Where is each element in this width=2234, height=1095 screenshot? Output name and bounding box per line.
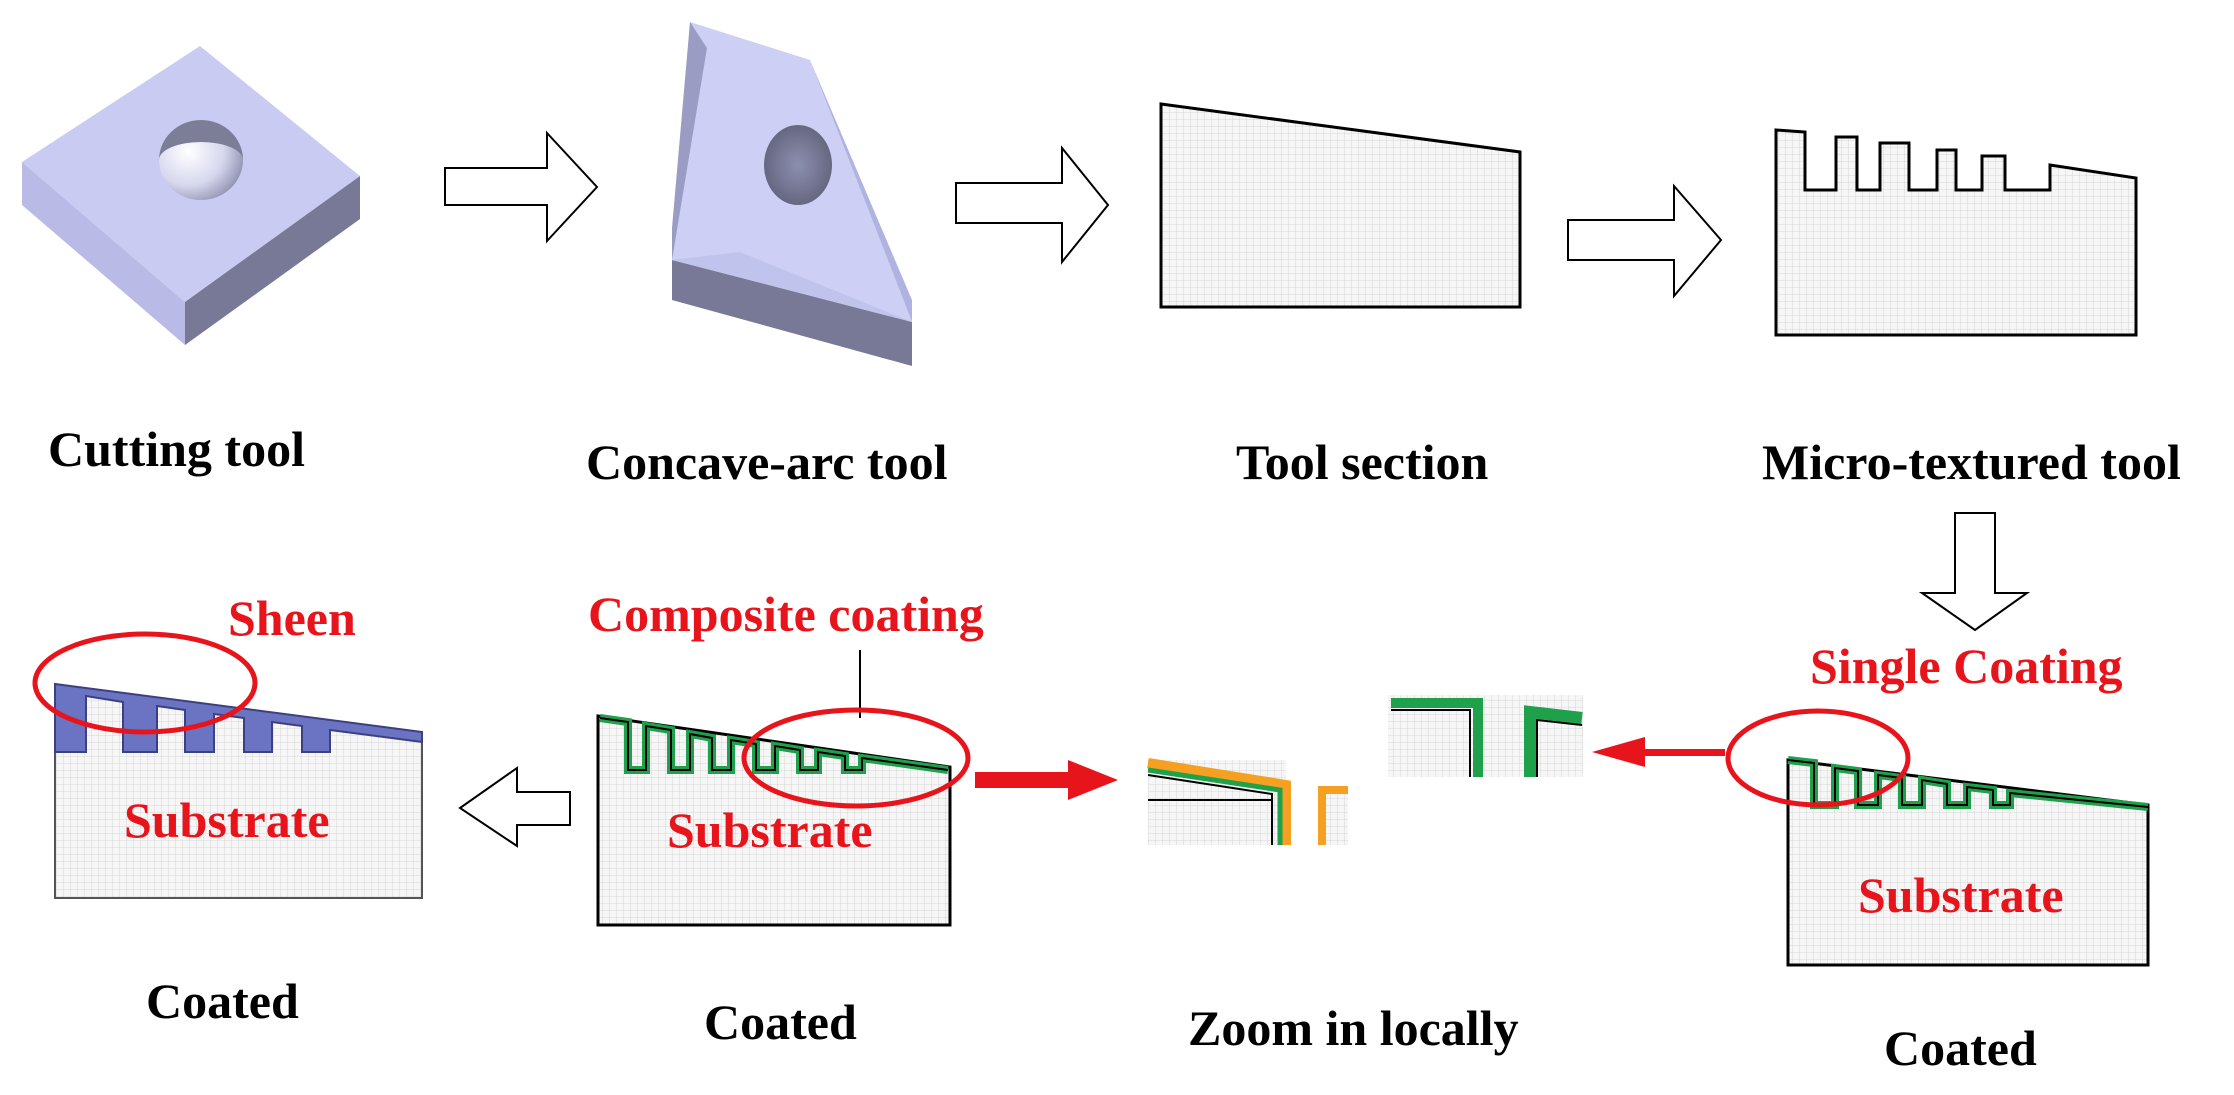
coated-tool-left xyxy=(54,682,423,899)
label-substrate-left: Substrate xyxy=(124,792,330,848)
arrow-down xyxy=(1918,512,2031,632)
arrow-left-hollow xyxy=(458,766,571,848)
composite-circle xyxy=(741,707,971,809)
label-coated-middle: Coated xyxy=(704,994,857,1050)
sheen-circle xyxy=(32,631,258,735)
label-coated-right: Coated xyxy=(1884,1020,2037,1076)
red-arrow-left xyxy=(1592,737,1725,767)
label-single-coating: Single Coating xyxy=(1810,638,2123,694)
arrow-right-2 xyxy=(955,145,1110,265)
label-micro-textured-tool: Micro-textured tool xyxy=(1762,434,2181,490)
label-cutting-tool: Cutting tool xyxy=(48,421,305,477)
coated-tool-middle xyxy=(596,714,952,927)
zoom-fragment-right xyxy=(1388,695,1583,777)
label-coated-left: Coated xyxy=(146,973,299,1029)
arrow-right-3 xyxy=(1567,183,1723,299)
cutting-tool-3d xyxy=(22,46,360,345)
coated-tool-right xyxy=(1786,756,2150,967)
label-sheen: Sheen xyxy=(228,590,356,646)
label-concave-arc-tool: Concave-arc tool xyxy=(586,434,948,490)
single-coating-circle xyxy=(1725,708,1911,808)
label-substrate-middle: Substrate xyxy=(667,802,873,858)
tool-section-shape xyxy=(1159,102,1522,309)
zoom-fragment-left xyxy=(1147,758,1348,845)
concave-arc-tool-3d xyxy=(672,22,912,366)
label-tool-section: Tool section xyxy=(1236,434,1489,490)
label-zoom-in-locally: Zoom in locally xyxy=(1188,1000,1519,1056)
arrow-right-1 xyxy=(444,130,599,244)
label-composite-coating: Composite coating xyxy=(588,586,984,642)
label-substrate-right: Substrate xyxy=(1858,867,2064,923)
micro-textured-tool-shape xyxy=(1774,128,2138,337)
red-arrow-right xyxy=(975,760,1118,800)
